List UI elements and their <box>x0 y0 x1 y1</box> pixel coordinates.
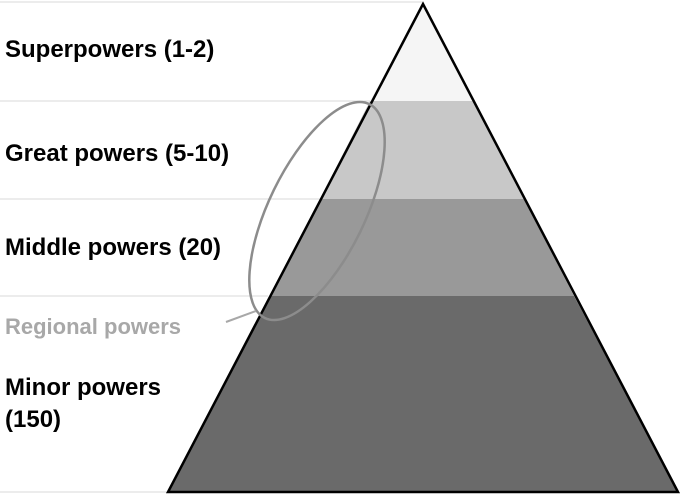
tier-band-minor-powers <box>168 296 678 492</box>
regional-powers-leader-line <box>225 310 257 323</box>
tier-label-middle-powers: Middle powers (20) <box>5 234 222 261</box>
tier-label-great-powers: Great powers (5-10) <box>5 140 230 167</box>
pyramid-outline <box>165 1 681 494</box>
tier-band-middle-powers <box>270 199 574 296</box>
tier-band-superpowers <box>370 4 473 101</box>
tier-label-superpowers: Superpowers (1-2) <box>5 36 215 63</box>
regional-powers-ellipse <box>248 100 386 322</box>
regional-powers-label: Regional powers <box>5 314 182 339</box>
tier-band-great-powers <box>320 101 524 199</box>
tier-label-minor-powers: Minor powers (150) <box>5 374 162 433</box>
